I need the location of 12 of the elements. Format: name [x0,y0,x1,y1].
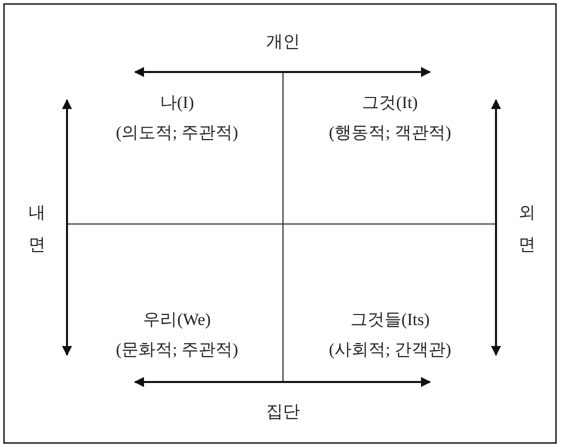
quadrant-description: (문화적; 주관적) [116,340,238,360]
axis-label: 외면 [518,202,536,256]
quadrant-description: (의도적; 주관적) [116,123,238,143]
axis-label: 집단 [266,402,300,422]
quadrant-description: (행동적; 객관적) [328,123,452,143]
axis-label: 개인 [266,32,300,52]
quadrant-title: 우리(We) [143,310,211,330]
quadrant-title: 그것(It) [362,93,418,113]
axis-label: 내면 [28,202,46,256]
quadrant-title: 그것들(Its) [350,310,430,330]
quadrant-description: (사회적; 간객관) [328,340,452,360]
quadrant-title: 나(I) [160,93,194,113]
